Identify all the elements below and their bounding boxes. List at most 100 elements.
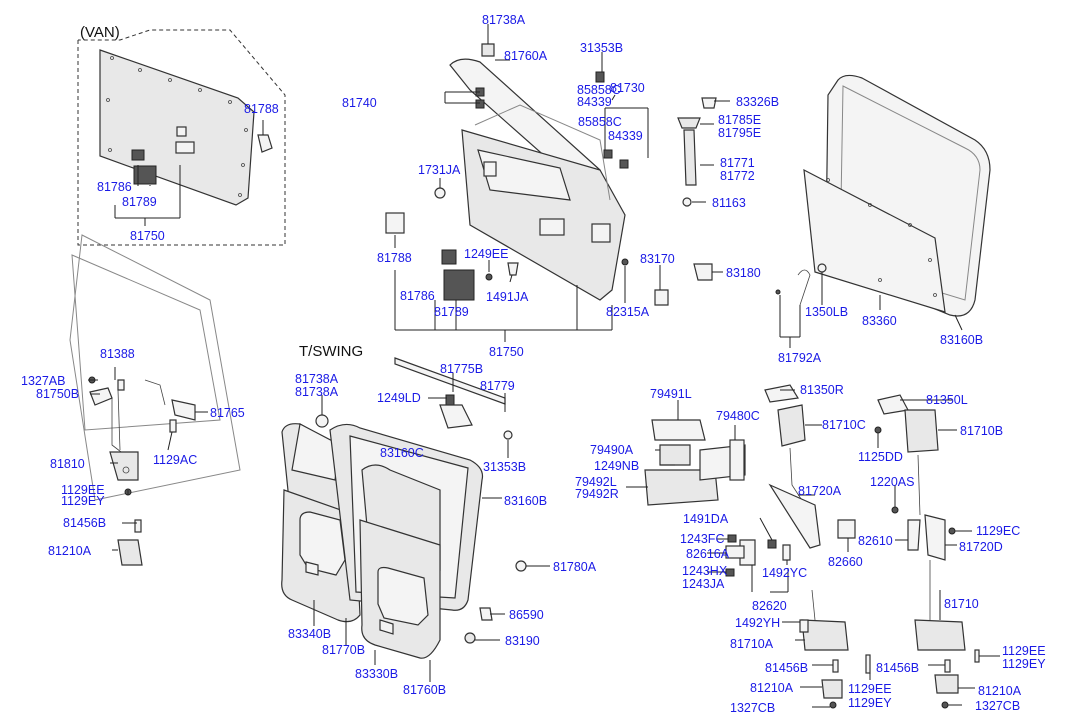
part-number-label: 1492YC bbox=[762, 566, 807, 580]
part-number-label: 83360 bbox=[862, 314, 897, 328]
van-inset bbox=[77, 29, 286, 246]
part-number-label: 79492L bbox=[575, 475, 617, 489]
part-number-label: 81720A bbox=[798, 484, 842, 498]
part-number-label: 1731JA bbox=[418, 163, 461, 177]
part-number-label: 1249EE bbox=[464, 247, 508, 261]
part-number-label: 82616A bbox=[686, 547, 730, 561]
part-number-label: 81750 bbox=[489, 345, 524, 359]
part-number-label: 79490A bbox=[590, 443, 634, 457]
part-number-label: 82620 bbox=[752, 599, 787, 613]
part-number-label: 82660 bbox=[828, 555, 863, 569]
part-number-label: 81795E bbox=[718, 126, 761, 140]
part-number-label: 83180 bbox=[726, 266, 761, 280]
left-door-outline bbox=[69, 234, 241, 566]
part-number-label: 81710C bbox=[822, 418, 866, 432]
hinge-latch-cluster bbox=[626, 384, 1000, 709]
tailgate-trim bbox=[385, 24, 730, 342]
part-number-label: 81710 bbox=[944, 597, 979, 611]
part-number-label: 81765 bbox=[210, 406, 245, 420]
part-number-label: 81786 bbox=[400, 289, 435, 303]
part-number-label: 83326B bbox=[736, 95, 779, 109]
part-number-label: 1129EE bbox=[1002, 644, 1046, 658]
part-number-label: 82315A bbox=[606, 305, 650, 319]
part-number-label: 1129EY bbox=[848, 696, 892, 710]
part-number-label: 81163 bbox=[712, 196, 746, 210]
part-number-label: 81788 bbox=[377, 251, 412, 265]
part-number-label: 1129EY bbox=[61, 494, 105, 508]
part-number-label: 83190 bbox=[505, 634, 540, 648]
part-number-label: 81789 bbox=[122, 195, 157, 209]
part-number-label: 81710A bbox=[730, 637, 774, 651]
part-number-label: 81740 bbox=[342, 96, 377, 110]
part-number-label: 85858C bbox=[577, 83, 621, 97]
part-number-label: 81770B bbox=[322, 643, 365, 657]
part-number-label: 81388 bbox=[100, 347, 135, 361]
part-number-label: 1220AS bbox=[870, 475, 914, 489]
part-number-label: 1129EC bbox=[976, 524, 1020, 538]
part-number-label: 1243JA bbox=[682, 577, 725, 591]
part-number-label: 1491DA bbox=[683, 512, 729, 526]
part-number-label: 81456B bbox=[876, 661, 919, 675]
part-number-label: 81210A bbox=[978, 684, 1022, 698]
part-number-label: 1249LD bbox=[377, 391, 421, 405]
part-number-label: 1249NB bbox=[594, 459, 639, 473]
part-number-label: 81710B bbox=[960, 424, 1003, 438]
part-number-label: 79480C bbox=[716, 409, 760, 423]
part-number-label: 83340B bbox=[288, 627, 331, 641]
part-number-label: 81772 bbox=[720, 169, 755, 183]
part-number-label: 84339 bbox=[577, 95, 612, 109]
part-number-label: 81350R bbox=[800, 383, 844, 397]
part-number-label: 81730 bbox=[610, 81, 645, 95]
van-header: (VAN) bbox=[80, 24, 120, 41]
part-number-label: 81738A bbox=[295, 372, 339, 386]
part-number-label: 81779 bbox=[480, 379, 515, 393]
part-number-label: 31353B bbox=[580, 41, 623, 55]
part-number-label: 79492R bbox=[575, 487, 619, 501]
part-number-label: 81788 bbox=[244, 102, 279, 116]
part-number-label: 1327CB bbox=[975, 699, 1020, 713]
part-number-label: 1129EY bbox=[1002, 657, 1046, 671]
part-number-label: 81350L bbox=[926, 393, 968, 407]
part-number-label: 81785E bbox=[718, 113, 761, 127]
part-number-label: 86590 bbox=[509, 608, 544, 622]
part-number-label: 1129EE bbox=[61, 483, 105, 497]
part-number-label: 82610 bbox=[858, 534, 893, 548]
part-number-label: 81720D bbox=[959, 540, 1003, 554]
part-number-label: 83160B bbox=[940, 333, 983, 347]
part-number-label: 1491JA bbox=[486, 290, 529, 304]
part-number-label: 1129EE bbox=[848, 682, 892, 696]
part-number-label: 1327AB bbox=[21, 374, 65, 388]
part-number-label: 81210A bbox=[750, 681, 794, 695]
part-number-label: 1243FC bbox=[680, 532, 724, 546]
part-number-label: 81210A bbox=[48, 544, 92, 558]
part-number-label: 83160C bbox=[380, 446, 424, 460]
part-number-label: 79491L bbox=[650, 387, 692, 401]
part-number-label: 31353B bbox=[483, 460, 526, 474]
part-number-label: 83160B bbox=[504, 494, 547, 508]
part-number-label: 1350LB bbox=[805, 305, 848, 319]
part-number-label: 81792A bbox=[778, 351, 822, 365]
part-number-label: 81810 bbox=[50, 457, 85, 471]
part-number-label: 81738A bbox=[295, 385, 339, 399]
part-number-label: 1243HX bbox=[682, 564, 728, 578]
part-number-label: 84339 bbox=[608, 129, 643, 143]
part-number-label: 81760B bbox=[403, 683, 446, 697]
part-number-label: 81750B bbox=[36, 387, 79, 401]
part-number-label: 81760A bbox=[504, 49, 548, 63]
part-number-label: 81456B bbox=[765, 661, 808, 675]
part-number-label: 85858C bbox=[578, 115, 622, 129]
part-number-label: 81456B bbox=[63, 516, 106, 530]
label-layer: (VAN) T/SWING 81738A 81760A 31353B 81730 833… bbox=[21, 13, 1046, 715]
part-number-label: 81780A bbox=[553, 560, 597, 574]
tswing-header: T/SWING bbox=[299, 343, 363, 360]
part-number-label: 81771 bbox=[720, 156, 755, 170]
part-number-label: 1492YH bbox=[735, 616, 780, 630]
part-number-label: 83330B bbox=[355, 667, 398, 681]
part-number-label: 1125DD bbox=[858, 450, 903, 464]
part-number-label: 81789 bbox=[434, 305, 469, 319]
part-number-label: 81786 bbox=[97, 180, 132, 194]
part-number-label: 83170 bbox=[640, 252, 675, 266]
part-number-label: 1129AC bbox=[153, 453, 197, 467]
tswing-doors bbox=[281, 357, 550, 682]
part-number-label: 81775B bbox=[440, 362, 483, 376]
